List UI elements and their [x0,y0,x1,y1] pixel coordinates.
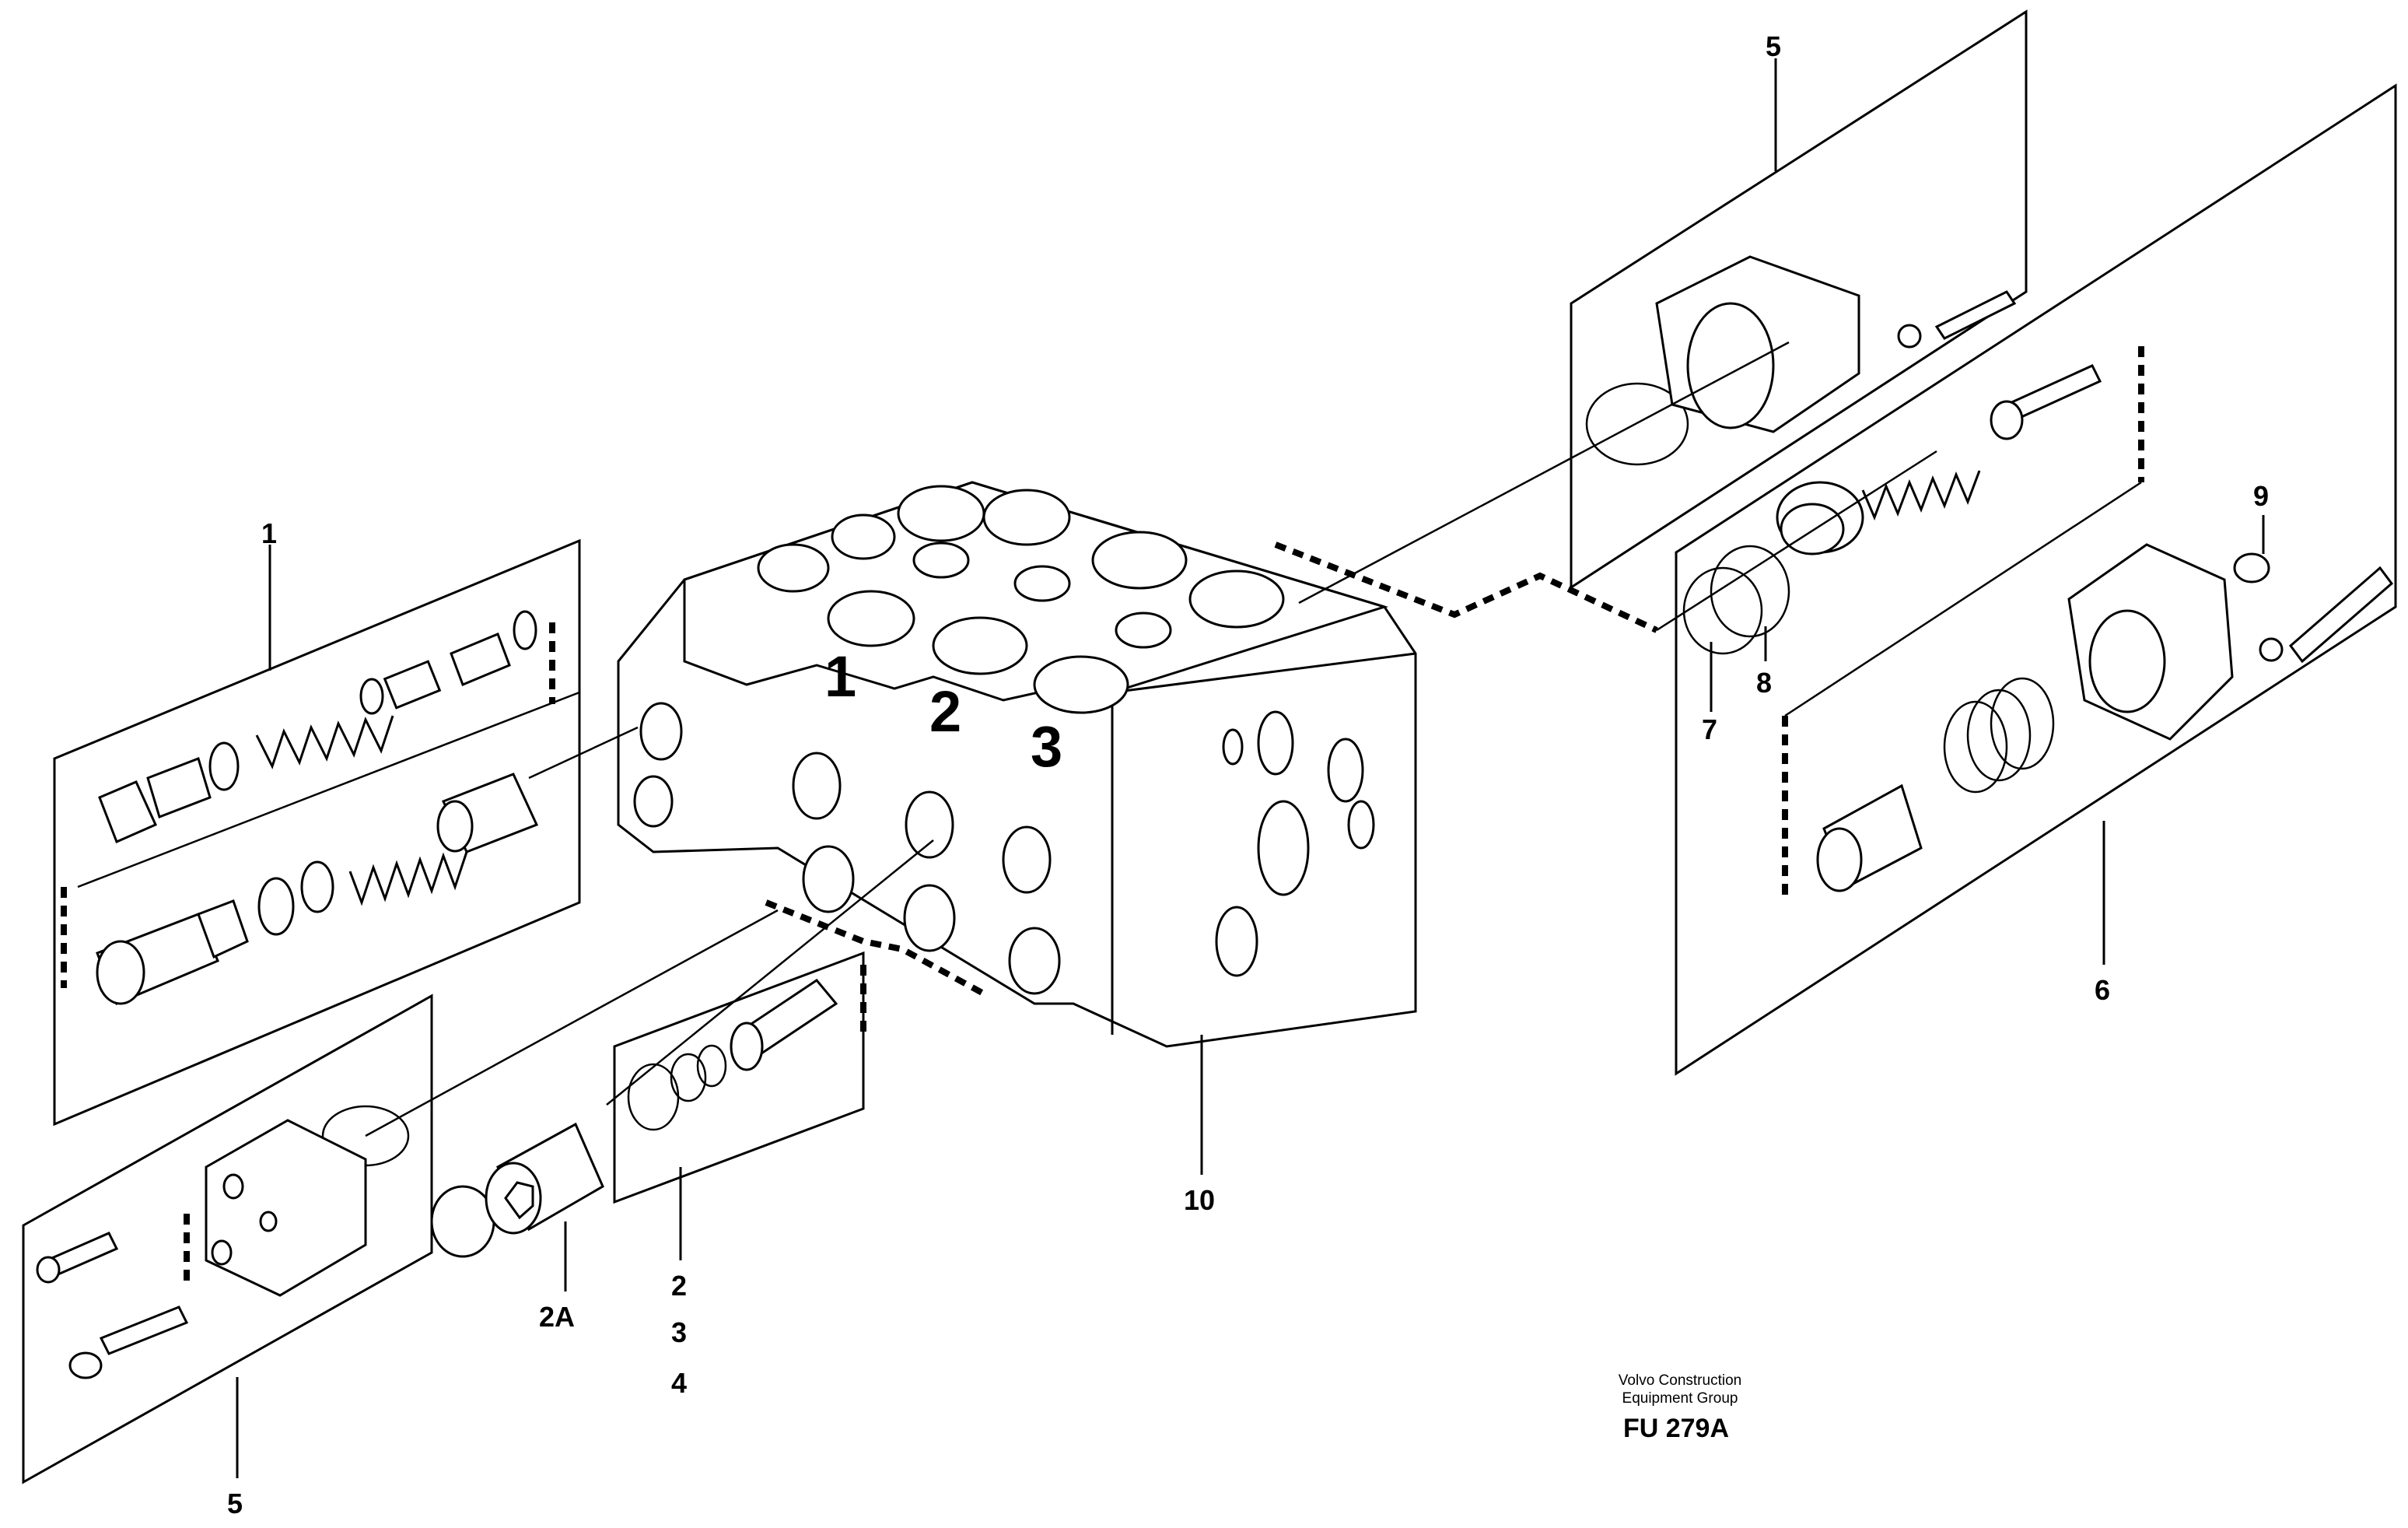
callout-8: 8 [1756,667,1772,699]
callout-5-bottom: 5 [227,1488,243,1519]
o-ring-7 [1682,566,1763,655]
relief-valve-upper [98,610,537,844]
block-dash-right [1274,541,1658,633]
section-mark-3: 3 [1031,714,1062,779]
o-ring-end-cover [1585,382,1689,466]
panel-group-5-top [1298,9,2028,605]
cover-plate-nut [68,1351,103,1379]
panel-6-frame [1675,83,2397,1076]
end-cover-washer [1897,324,1922,349]
panel-2-frame [613,951,865,1204]
panel-group-2-3-4 [613,951,866,1260]
panel-group-1 [53,538,581,1127]
panel-1-frame [53,538,581,1127]
callout-3: 3 [671,1316,687,1348]
panel-5-bottom-frame [22,994,433,1484]
callout-1: 1 [261,517,277,549]
callout-2: 2 [671,1270,687,1302]
plug-cap [430,1185,495,1258]
relief-valve-lower [96,773,539,1005]
footer-block: Volvo Construction Equipment Group FU 27… [1619,1372,1741,1443]
section-mark-2: 2 [929,679,961,744]
section-mark-1: 1 [824,644,856,709]
spring-assembly-upper [1776,364,2102,555]
callout-7: 7 [1702,713,1717,745]
company-line-2: Equipment Group [1622,1390,1738,1407]
cover-plate [205,1119,367,1297]
cover-plate-stud [99,1305,189,1355]
o-ring-8 [1710,545,1790,638]
plug-9 [2233,552,2270,584]
valve-block-10: 1 2 3 [617,481,1658,1175]
company-line-1: Volvo Construction [1619,1372,1741,1389]
block-ports-side [1215,710,1375,977]
check-valve-2A [430,1122,604,1291]
callout-9: 9 [2253,480,2269,512]
block-dash-front [765,899,989,999]
callout-6: 6 [2095,974,2110,1006]
callout-10: 10 [1184,1184,1215,1216]
spring-assembly-lower [1816,543,2394,892]
figure-code: FU 279A [1623,1414,1729,1443]
callout-2A: 2A [539,1301,575,1333]
panel-group-6 [1675,83,2397,1076]
panel-1-divider [77,691,580,888]
block-ports-top [757,485,1285,714]
panel-group-5-bottom [22,909,779,1484]
end-cover-bolt [1934,290,2017,340]
callout-4: 4 [671,1367,687,1399]
callout-5-top: 5 [1766,30,1781,62]
block-ports-front [633,702,1061,995]
panel-5-top-frame [1570,9,2028,590]
